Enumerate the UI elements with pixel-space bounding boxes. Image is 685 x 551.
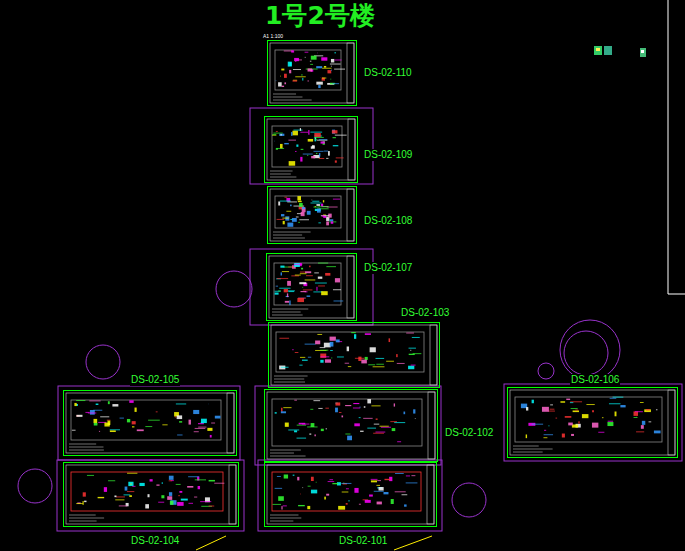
sheet-drawing <box>270 189 354 241</box>
leader-line <box>196 536 226 550</box>
scale-note: A1 1:100 <box>263 33 283 39</box>
sheet-drawing <box>271 325 437 385</box>
drawing-sheet: DS-02-104 <box>63 462 239 527</box>
drawing-sheet: DS-02-106 <box>507 387 678 458</box>
circle-mark <box>18 469 52 503</box>
selection-rect <box>255 386 441 465</box>
sheet-drawing <box>510 390 675 455</box>
sheet-number: DS-02-102 <box>444 427 494 439</box>
sheet-number: DS-02-110 <box>363 67 413 79</box>
drawing-sheet: DS-02-109 <box>264 116 358 183</box>
sheet-number: DS-02-101 <box>338 535 388 547</box>
selection-rect <box>250 249 373 325</box>
sheet-drawing <box>270 43 354 103</box>
circle-mark <box>86 345 120 379</box>
border-line <box>668 294 685 295</box>
sheet-drawing <box>66 393 234 453</box>
sheet-drawing <box>269 256 354 318</box>
sheet-number: DS-02-103 <box>400 307 450 319</box>
drawing-sheet: DS-02-103 <box>268 322 440 388</box>
drawing-sheet: DS-02-108 <box>267 186 357 244</box>
sheet-number: DS-02-107 <box>363 262 413 274</box>
icon <box>594 46 646 57</box>
sheet-number: DS-02-109 <box>363 149 413 161</box>
sheet-drawing <box>66 465 236 524</box>
sheet-drawing <box>267 119 355 180</box>
circle-mark <box>560 320 620 380</box>
selection-rect <box>504 384 682 461</box>
sheet-number: DS-02-105 <box>130 374 180 386</box>
sheet-number: DS-02-108 <box>363 215 413 227</box>
drawing-sheet: DS-02-105 <box>63 390 237 456</box>
sheet-number: DS-02-106 <box>570 374 620 386</box>
leader-line <box>394 536 432 550</box>
sheet-drawing <box>267 392 435 459</box>
border-line <box>668 0 669 294</box>
drawing-sheet: DS-02-110 <box>267 40 357 106</box>
circle-mark <box>216 271 252 307</box>
circle-mark <box>452 483 486 517</box>
sheet-number: DS-02-104 <box>130 535 180 547</box>
drawing-sheet: DS-02-102 <box>264 389 438 462</box>
sheet-drawing <box>267 465 434 524</box>
selection-rect <box>58 386 240 460</box>
selection-rect <box>57 460 244 531</box>
circle-mark <box>564 331 608 375</box>
drawing-title: 1号2号楼 <box>265 0 375 32</box>
selection-rect <box>258 460 442 531</box>
drawing-sheet: DS-02-101 <box>264 462 437 527</box>
circle-mark <box>538 363 554 379</box>
drawing-sheet: DS-02-107 <box>266 253 357 321</box>
selection-rect <box>250 108 373 184</box>
